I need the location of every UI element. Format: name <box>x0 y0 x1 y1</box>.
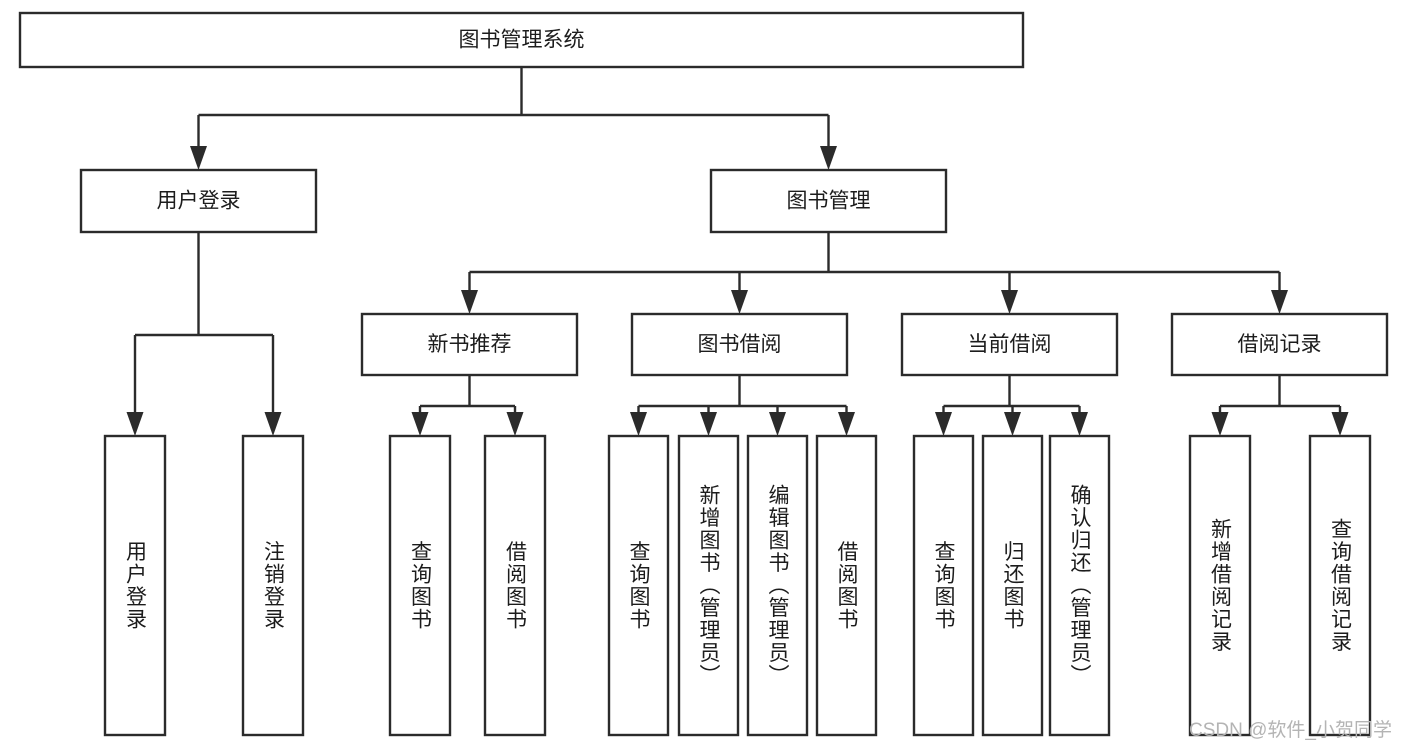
node-root-box[interactable] <box>18 11 1025 69</box>
connector-layer <box>126 67 1349 436</box>
leaf-node[interactable]: 用户登录 <box>103 434 167 737</box>
leaf-node[interactable]: 新增图书（管理员） <box>677 434 740 737</box>
node-borrow-record-box[interactable] <box>1170 312 1389 377</box>
node-root[interactable]: 图书管理系统 <box>18 11 1025 69</box>
node-new-book-recommend-box[interactable] <box>360 312 579 377</box>
arrow-icon <box>190 146 207 170</box>
node-user-login[interactable]: 用户登录 <box>79 168 318 234</box>
leaf-node-label: 借阅图书 <box>835 541 859 631</box>
leaf-node[interactable]: 查询图书 <box>607 434 670 737</box>
leaf-node[interactable]: 查询图书 <box>912 434 975 737</box>
leaf-node-box[interactable] <box>746 434 809 737</box>
arrow-icon <box>1001 290 1018 314</box>
arrow-icon <box>1071 412 1088 436</box>
leaf-node-label: 用户登录 <box>124 541 148 631</box>
leaf-node-label: 借阅图书 <box>504 541 528 631</box>
arrow-icon <box>126 412 144 436</box>
leaf-node-label: 查询借阅记录 <box>1329 518 1353 653</box>
leaf-node[interactable]: 借阅图书 <box>815 434 878 737</box>
leaf-node-box[interactable] <box>912 434 975 737</box>
node-current-borrow-label: 当前借阅 <box>968 333 1052 356</box>
node-borrow-record[interactable]: 借阅记录 <box>1170 312 1389 377</box>
leaf-node-label: 新增图书（管理员） <box>697 484 721 687</box>
node-new-book-recommend[interactable]: 新书推荐 <box>360 312 579 377</box>
node-book-management-label: 图书管理 <box>787 190 871 213</box>
node-user-login-box[interactable] <box>79 168 318 234</box>
node-book-management[interactable]: 图书管理 <box>709 168 948 234</box>
leaf-node[interactable]: 归还图书 <box>981 434 1044 737</box>
leaf-node[interactable]: 编辑图书（管理员） <box>746 434 809 737</box>
node-new-book-recommend-label: 新书推荐 <box>428 333 512 356</box>
node-current-borrow-box[interactable] <box>900 312 1119 377</box>
node-book-borrow[interactable]: 图书借阅 <box>630 312 849 377</box>
leaf-node-label: 归还图书 <box>1001 541 1025 631</box>
leaf-node-box[interactable] <box>103 434 167 737</box>
leaf-node-box[interactable] <box>607 434 670 737</box>
arrow-icon <box>630 412 647 436</box>
leaf-node-label: 查询图书 <box>932 541 956 631</box>
arrow-icon <box>731 290 748 314</box>
arrow-icon <box>506 412 524 436</box>
node-borrow-record-label: 借阅记录 <box>1238 333 1322 356</box>
level3-group: 新书推荐 图书借阅 当前借阅 借阅记录 <box>360 312 1389 377</box>
leaf-node-box[interactable] <box>388 434 452 737</box>
leaf-node-box[interactable] <box>1308 434 1372 737</box>
node-book-borrow-label: 图书借阅 <box>698 333 782 356</box>
leaf-node-label: 新增借阅记录 <box>1209 518 1233 653</box>
arrow-icon <box>1004 412 1021 436</box>
leaf-node[interactable]: 查询图书 <box>388 434 452 737</box>
leaf-node[interactable]: 查询借阅记录 <box>1308 434 1372 737</box>
leaf-node-box[interactable] <box>815 434 878 737</box>
leaf-node[interactable]: 注销登录 <box>241 434 305 737</box>
leaf-node-box[interactable] <box>981 434 1044 737</box>
leaf-node-label: 查询图书 <box>409 541 433 631</box>
csdn-watermark: CSDN @软件_小贺同学 <box>1189 719 1392 741</box>
arrow-icon <box>461 290 478 314</box>
arrow-icon <box>1211 412 1229 436</box>
leaf-node[interactable]: 借阅图书 <box>483 434 547 737</box>
leaf-group: 用户登录 注销登录 查询图书 借阅图书 查询图书 新增图书（管理员） <box>103 434 1372 737</box>
leaf-node-box[interactable] <box>483 434 547 737</box>
arrow-icon <box>769 412 786 436</box>
leaf-node-label: 确认归还（管理员） <box>1068 484 1092 687</box>
leaf-node[interactable]: 新增借阅记录 <box>1188 434 1252 737</box>
leaf-node-box[interactable] <box>1048 434 1111 737</box>
leaf-node-box[interactable] <box>677 434 740 737</box>
arrow-icon <box>820 146 837 170</box>
node-current-borrow[interactable]: 当前借阅 <box>900 312 1119 377</box>
node-book-management-box[interactable] <box>709 168 948 234</box>
arrow-icon <box>411 412 429 436</box>
arrow-icon <box>838 412 855 436</box>
leaf-node-label: 查询图书 <box>627 541 651 631</box>
arrow-icon <box>1271 290 1288 314</box>
leaf-node-box[interactable] <box>1188 434 1252 737</box>
leaf-node-label: 编辑图书（管理员） <box>766 484 790 687</box>
arrow-icon <box>1331 412 1349 436</box>
node-book-borrow-box[interactable] <box>630 312 849 377</box>
leaf-node-label: 注销登录 <box>262 541 286 631</box>
leaf-node-box[interactable] <box>241 434 305 737</box>
node-root-label: 图书管理系统 <box>459 29 585 52</box>
leaf-node[interactable]: 确认归还（管理员） <box>1048 434 1111 737</box>
arrow-icon <box>700 412 717 436</box>
node-user-login-label: 用户登录 <box>157 190 241 213</box>
arrow-icon <box>935 412 952 436</box>
arrow-icon <box>264 412 282 436</box>
level2-group: 用户登录 图书管理 <box>79 168 948 234</box>
